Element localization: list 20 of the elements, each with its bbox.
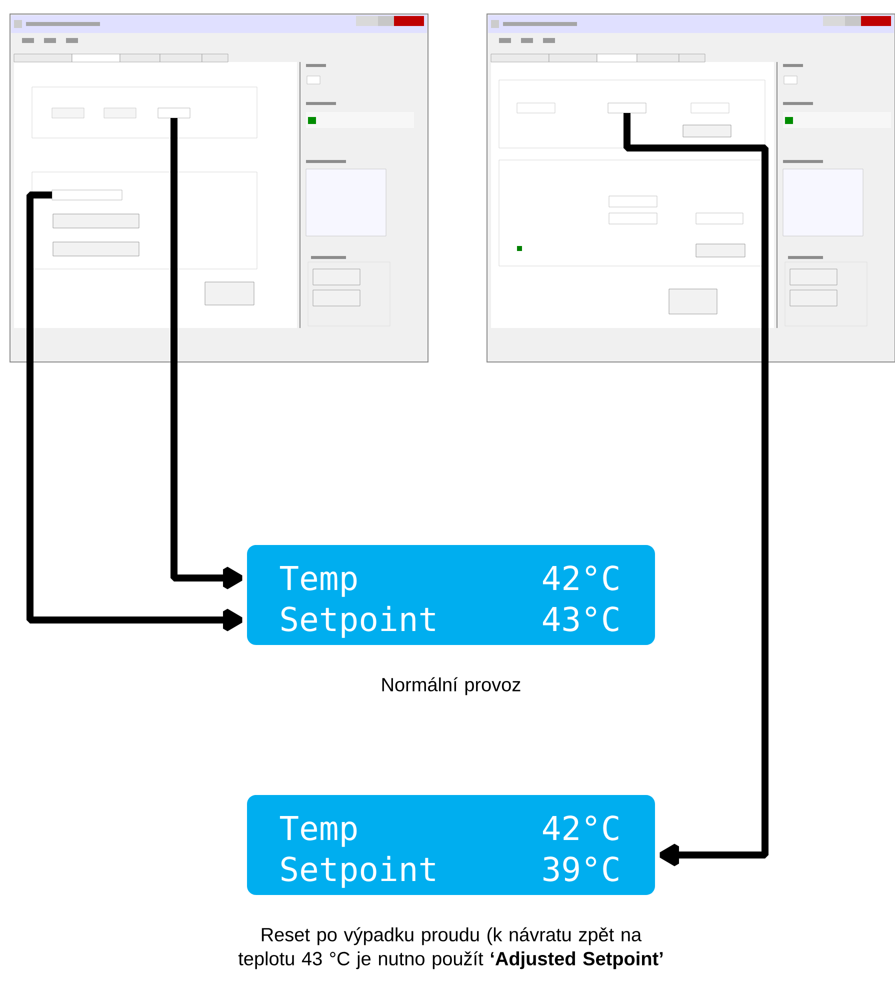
arrow xyxy=(26,192,244,632)
display-panel: Temp 42°C Setpoint 43°C xyxy=(247,545,655,645)
input-field xyxy=(52,190,122,200)
node-label: 43°C xyxy=(542,606,618,632)
input-field xyxy=(158,108,190,118)
display-panel: Temp 42°C Setpoint 39°C xyxy=(247,795,655,895)
node-label: Setpoint xyxy=(281,606,435,638)
screenshot-drawing xyxy=(10,14,428,362)
node-label: 42°C xyxy=(542,566,618,590)
arrow xyxy=(170,118,244,590)
node-label: Temp xyxy=(280,816,357,847)
node-label: 39°C xyxy=(544,856,618,882)
screenshot-drawing xyxy=(486,14,895,362)
arrow xyxy=(624,113,768,867)
node-label: Reset po výpadku proudu (k návratu zpět na teplotu 43 °C je nutno použít ‘Adjusted Setpoint’ xyxy=(238,927,663,970)
input-field xyxy=(608,102,646,114)
node-label: Temp xyxy=(280,566,357,597)
node-label: 42°C xyxy=(542,816,618,840)
node-label: Normální provoz xyxy=(382,677,520,696)
node-label: Setpoint xyxy=(281,856,435,888)
